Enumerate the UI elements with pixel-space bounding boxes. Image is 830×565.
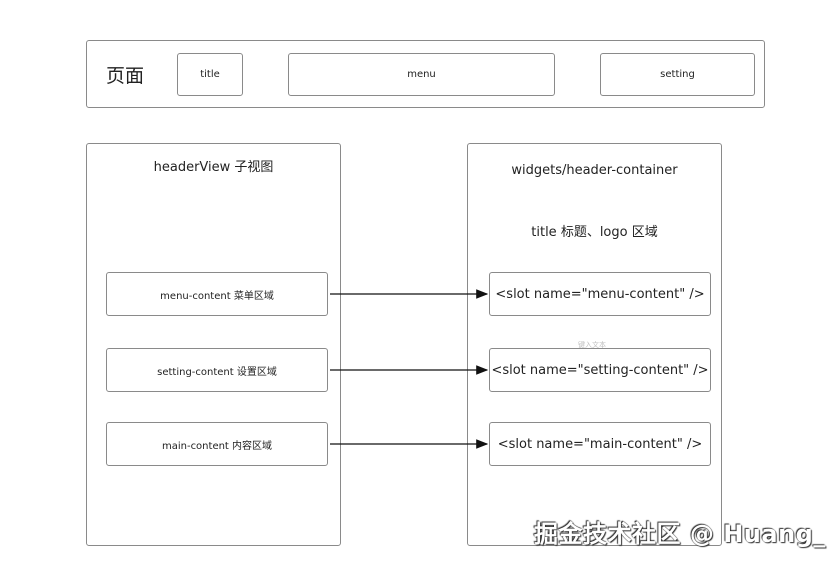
- header-container-panel: [467, 143, 722, 546]
- menu-content-box: menu-content 菜单区域: [106, 272, 328, 316]
- main-content-box: main-content 内容区域: [106, 422, 328, 466]
- faint-placeholder-text: 键入文本: [578, 341, 606, 349]
- slot-main-content: <slot name="main-content" />: [489, 422, 711, 466]
- setting-content-box: setting-content 设置区域: [106, 348, 328, 392]
- menu-box: menu: [288, 53, 555, 96]
- watermark: 掘金技术社区 @ Huang_: [534, 520, 826, 548]
- setting-box: setting: [600, 53, 755, 96]
- slot-setting-content: <slot name="setting-content" />: [489, 348, 711, 392]
- header-container-subtitle: title 标题、logo 区域: [531, 225, 658, 240]
- header-view-title: headerView 子视图: [153, 160, 274, 175]
- slot-menu-content: <slot name="menu-content" />: [489, 272, 711, 316]
- header-view-panel: [86, 143, 341, 546]
- header-container-title: widgets/header-container: [511, 163, 678, 178]
- page-label: 页面: [106, 65, 145, 87]
- title-box: title: [177, 53, 243, 96]
